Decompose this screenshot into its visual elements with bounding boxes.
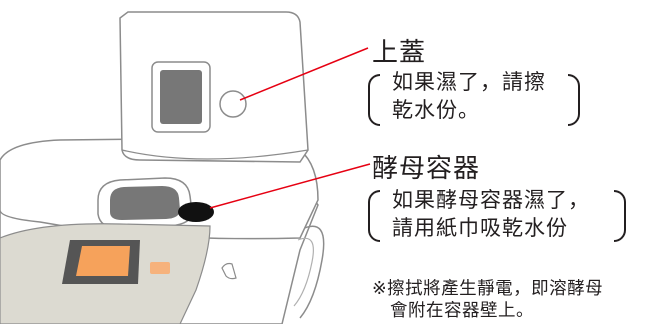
lid-leader-line [239, 47, 369, 101]
warning-line1: ※擦拭將產生靜電，即溶酵母 [372, 279, 604, 299]
lid [119, 11, 309, 163]
yeast-note-line1: 如果酵母容器濕了， [392, 188, 590, 212]
pan-opening-inner [110, 186, 180, 220]
warning-line2: 會附在容器壁上。 [390, 301, 534, 321]
panel-button [150, 262, 170, 274]
lid-note-right-paren [568, 74, 580, 126]
side-handle [299, 225, 325, 319]
yeast-note-right-paren [614, 190, 626, 242]
lid-title: 上蓋 [372, 38, 427, 68]
yeast-container [178, 202, 214, 222]
yeast-title: 酵母容器 [372, 154, 481, 184]
yeast-note-left-paren [368, 190, 380, 242]
lid-window [160, 70, 202, 124]
lid-note-line2: 乾水份。 [392, 98, 480, 122]
side-handle-inner [293, 237, 314, 307]
display-screen [76, 246, 130, 276]
lid-note-line1: 如果濕了，請擦 [392, 70, 546, 94]
side-latch [221, 262, 237, 280]
yeast-leader-line [209, 163, 371, 209]
lid-vent-circle [219, 90, 247, 118]
yeast-note-line2: 請用紙巾吸乾水份 [392, 216, 568, 240]
lid-note-left-paren [368, 74, 380, 126]
lid-hinge-edge [121, 149, 309, 160]
